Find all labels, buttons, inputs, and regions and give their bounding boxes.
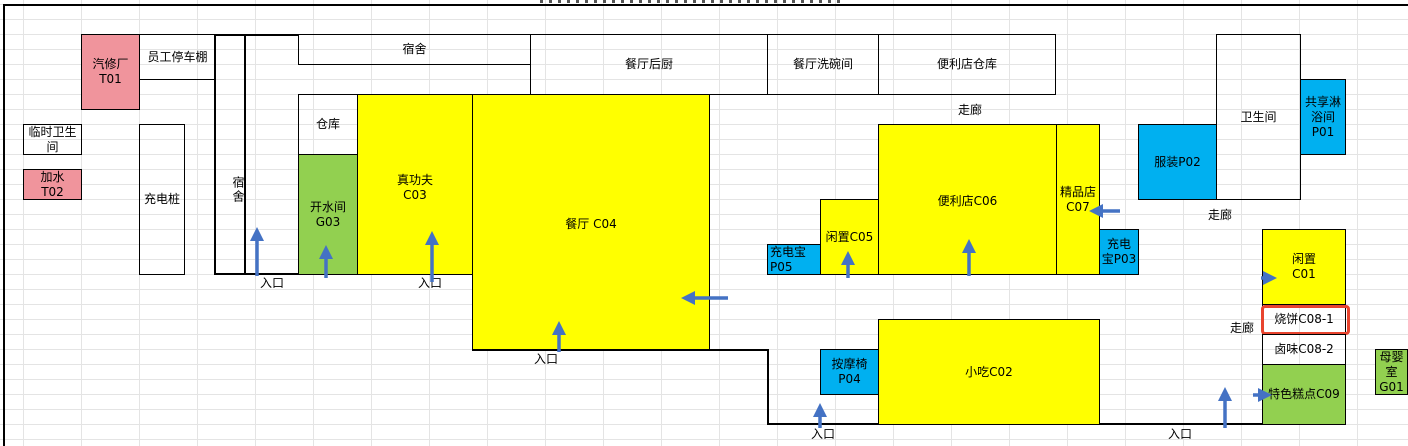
- wall: [767, 349, 769, 424]
- room-jiashui-t02[interactable]: 加水 T02: [23, 169, 82, 200]
- room-snacks-c02[interactable]: 小吃C02: [878, 319, 1100, 425]
- entrance-label: 入口: [259, 276, 284, 290]
- entrance-label: 入口: [533, 352, 558, 366]
- cut-off-title: [540, 0, 840, 3]
- room-dormitory-vertical[interactable]: 宿舍: [214, 34, 246, 275]
- corridor-label-right: 走廊: [1207, 208, 1232, 222]
- room-massage-chair-p04[interactable]: 按摩椅 P04: [820, 349, 879, 395]
- room-powerbank-p05[interactable]: 充电宝 P05: [767, 244, 821, 275]
- corridor-label-mid: 走廊: [1229, 321, 1254, 335]
- wall: [214, 34, 216, 274]
- outer-border-left: [3, 4, 5, 446]
- corridor-label-top: 走廊: [957, 103, 982, 117]
- room-zhengongfu-c03[interactable]: 真功夫 C03: [357, 94, 473, 275]
- room-store-warehouse[interactable]: 便利店仓库: [878, 34, 1056, 95]
- highlight-selection: [1261, 305, 1350, 335]
- room-shared-shower-p01[interactable]: 共享淋 浴间 P01: [1300, 79, 1346, 155]
- room-charging-pile[interactable]: 充电桩: [139, 124, 185, 275]
- entrance-label: 入口: [1167, 427, 1192, 441]
- room-powerbank-p03[interactable]: 充电 宝P03: [1099, 229, 1139, 275]
- outer-border-top: [3, 4, 1408, 6]
- wall: [472, 349, 768, 351]
- room-employee-parking[interactable]: 员工停车棚: [139, 34, 216, 80]
- room-clothing-p02[interactable]: 服装P02: [1138, 124, 1217, 200]
- room-mother-baby-g01[interactable]: 母婴 室 G01: [1375, 349, 1408, 395]
- room-boutique-c07[interactable]: 精品店 C07: [1056, 124, 1100, 275]
- entrance-label: 入口: [417, 276, 442, 290]
- wall: [214, 34, 298, 36]
- room-temp-restroom[interactable]: 临时卫生 间: [23, 124, 82, 155]
- room-restaurant-c04[interactable]: 餐厅 C04: [472, 94, 710, 350]
- dormitory-label: 宿舍: [231, 175, 245, 204]
- entrance-label: 入口: [810, 427, 835, 441]
